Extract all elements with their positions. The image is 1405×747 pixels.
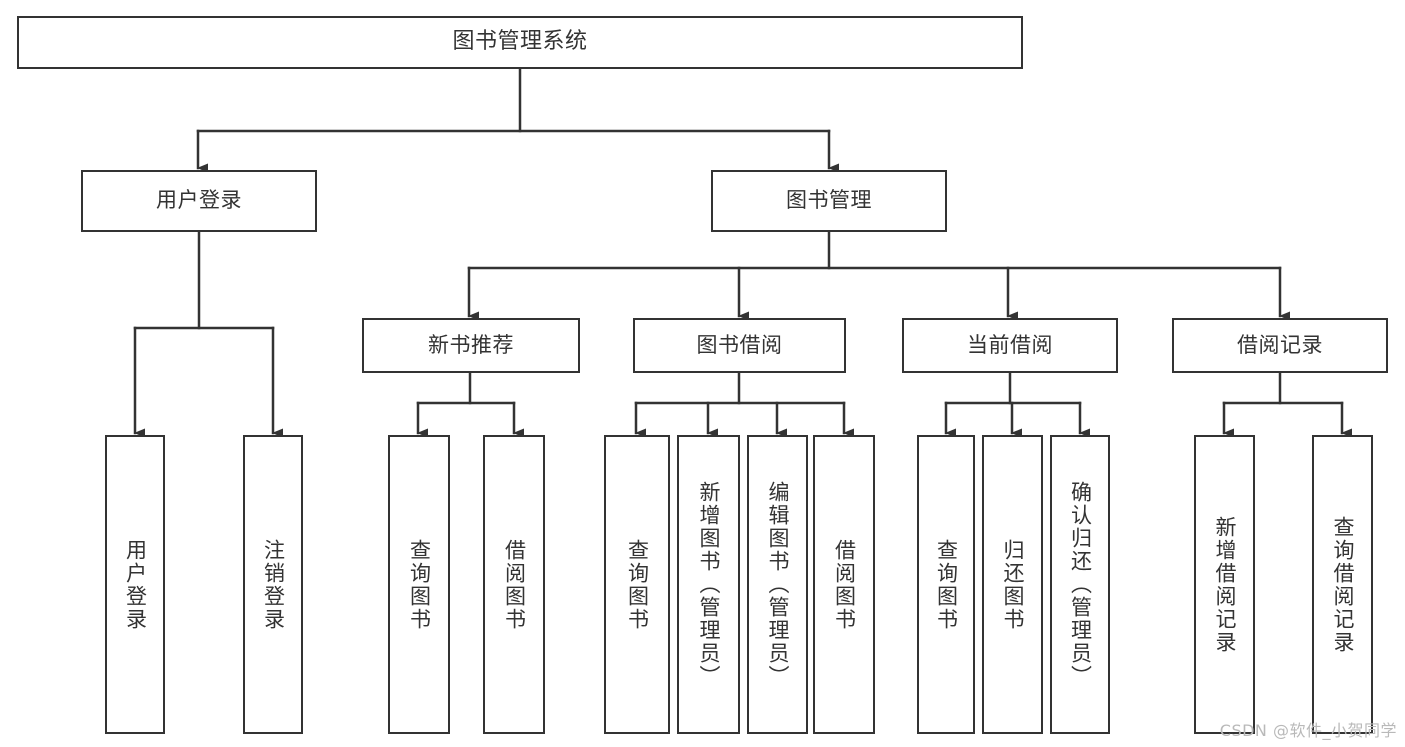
node-borrow-record[interactable]: 借阅记录: [1172, 318, 1388, 373]
node-leaf-add-book-label: 新增图书（管理员）: [697, 481, 721, 688]
node-leaf-edit-book[interactable]: 编辑图书（管理员）: [747, 435, 808, 734]
node-leaf-borrow-book-1-label: 借阅图书: [502, 538, 527, 631]
node-leaf-return-book-label: 归还图书: [1001, 538, 1025, 631]
node-leaf-edit-book-label: 编辑图书（管理员）: [766, 481, 790, 688]
node-leaf-logout[interactable]: 注销登录: [243, 435, 303, 734]
node-leaf-borrow-book-2[interactable]: 借阅图书: [813, 435, 875, 734]
node-leaf-add-book[interactable]: 新增图书（管理员）: [677, 435, 740, 734]
node-book-manage[interactable]: 图书管理: [711, 170, 947, 232]
node-leaf-query-book-2[interactable]: 查询图书: [604, 435, 670, 734]
node-leaf-query-book-3-label: 查询图书: [934, 538, 959, 631]
node-leaf-borrow-book-2-label: 借阅图书: [832, 538, 857, 631]
node-leaf-user-login-label: 用户登录: [123, 538, 148, 631]
node-root[interactable]: 图书管理系统: [17, 16, 1023, 69]
node-leaf-logout-label: 注销登录: [261, 538, 286, 631]
node-leaf-query-book-3[interactable]: 查询图书: [917, 435, 975, 734]
node-leaf-return-book[interactable]: 归还图书: [982, 435, 1043, 734]
node-leaf-user-login[interactable]: 用户登录: [105, 435, 165, 734]
node-leaf-query-book-1-label: 查询图书: [407, 538, 432, 631]
node-leaf-query-book-2-label: 查询图书: [625, 538, 650, 631]
node-book-borrow[interactable]: 图书借阅: [633, 318, 846, 373]
node-leaf-query-record-label: 查询借阅记录: [1331, 515, 1355, 654]
node-leaf-confirm-return[interactable]: 确认归还（管理员）: [1050, 435, 1110, 734]
node-current-borrow[interactable]: 当前借阅: [902, 318, 1118, 373]
node-leaf-add-record-label: 新增借阅记录: [1213, 515, 1237, 654]
node-leaf-query-book-1[interactable]: 查询图书: [388, 435, 450, 734]
node-current-borrow-label: 当前借阅: [967, 332, 1053, 357]
node-book-manage-label: 图书管理: [786, 188, 872, 213]
node-borrow-record-label: 借阅记录: [1237, 332, 1323, 357]
node-leaf-confirm-return-label: 确认归还（管理员）: [1068, 481, 1093, 688]
node-leaf-add-record[interactable]: 新增借阅记录: [1194, 435, 1255, 734]
node-root-label: 图书管理系统: [452, 29, 588, 55]
node-leaf-borrow-book-1[interactable]: 借阅图书: [483, 435, 545, 734]
node-book-borrow-label: 图书借阅: [696, 332, 783, 357]
node-user-login[interactable]: 用户登录: [81, 170, 317, 232]
node-new-book-recommend[interactable]: 新书推荐: [362, 318, 580, 373]
node-new-book-recommend-label: 新书推荐: [428, 332, 514, 357]
node-leaf-query-record[interactable]: 查询借阅记录: [1312, 435, 1373, 734]
node-user-login-label: 用户登录: [156, 188, 242, 213]
